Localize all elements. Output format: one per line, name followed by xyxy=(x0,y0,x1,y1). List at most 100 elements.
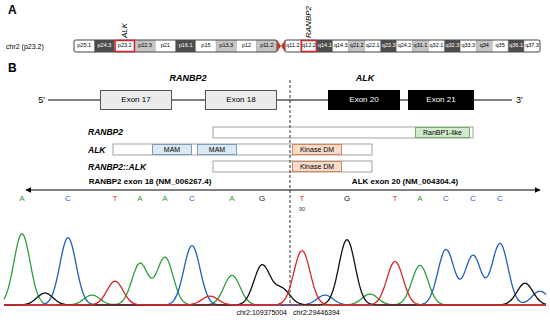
chromosome-label: chr2 (p23.2) xyxy=(6,43,44,50)
protein-bar xyxy=(113,144,372,155)
band-label: q11.2 xyxy=(286,43,299,49)
band-label: q22.1 xyxy=(366,43,380,49)
gene-name: ALK xyxy=(356,74,375,83)
band-label: q23.3 xyxy=(382,43,396,49)
chromosome-band xyxy=(428,40,444,52)
strand-end: 3' xyxy=(516,96,523,105)
chromatogram-trace xyxy=(4,238,546,305)
band-label: p16.1 xyxy=(179,43,193,49)
gene-backbone xyxy=(400,100,408,101)
chromosome-band xyxy=(285,40,301,52)
chromosome-band xyxy=(74,40,94,52)
base-call: T xyxy=(113,195,118,203)
chromosome-band xyxy=(492,40,508,52)
chromosome-band xyxy=(317,40,333,52)
transcript-label: RANBP2 exon 18 (NM_006267.4) xyxy=(89,178,212,186)
gene-backbone xyxy=(172,100,205,101)
locus-highlight xyxy=(301,41,316,52)
chromosome-band xyxy=(460,40,476,52)
exon-box: Exon 21 xyxy=(408,90,474,110)
centromere xyxy=(277,40,281,52)
chromosome-band xyxy=(508,40,524,52)
protein-row-label: RANBP2::ALK xyxy=(88,162,146,171)
chromosome-band xyxy=(94,40,114,52)
base-call: A xyxy=(137,195,142,203)
box-text: RanBP1-like xyxy=(423,129,462,136)
base-call: T xyxy=(300,195,305,203)
transcript-label: ALK exon 20 (NM_004304.4) xyxy=(352,178,458,186)
band-label: q21.2 xyxy=(350,43,364,49)
exon-box: Exon 18 xyxy=(205,90,277,110)
band-label: q32.3 xyxy=(445,43,459,49)
span-arrow xyxy=(26,190,540,191)
genomic-coordinate: chr2:109375004 xyxy=(236,309,287,316)
chromosome-band xyxy=(236,40,256,52)
base-call: G xyxy=(344,195,350,203)
chromosome-band xyxy=(196,40,216,52)
chromatogram-baseline xyxy=(4,305,546,306)
band-label: q37.3 xyxy=(525,43,539,49)
protein-bar xyxy=(213,127,473,138)
chromosome-arm xyxy=(74,40,277,52)
genomic-coordinate: chr2:29446394 xyxy=(293,309,340,316)
breakpoint-line xyxy=(290,80,291,306)
base-call: C xyxy=(497,195,503,203)
chromatogram-trace xyxy=(4,234,546,305)
gene-locus-label: RANBP2 xyxy=(305,6,313,38)
band-label: p25.1 xyxy=(77,43,91,49)
band-label: p11.2 xyxy=(260,43,273,49)
base-call: A xyxy=(19,195,24,203)
chromosome-band xyxy=(476,40,492,52)
base-call: C xyxy=(443,195,449,203)
band-label: q24.2 xyxy=(398,43,412,49)
band-label: p24.3 xyxy=(98,43,112,49)
box-text: Exon 17 xyxy=(121,96,150,104)
base-call: T xyxy=(393,195,398,203)
band-label: q31.1 xyxy=(414,43,428,49)
base-call: A xyxy=(162,195,167,203)
chromosome-band xyxy=(524,40,540,52)
domain-box: RanBP1-like xyxy=(415,127,470,138)
gene-backbone xyxy=(48,100,100,101)
gene-name: RANBP2 xyxy=(169,74,206,83)
band-label: p15 xyxy=(201,43,210,49)
chromosome-band xyxy=(135,40,155,52)
chromosome-band xyxy=(365,40,381,52)
gene-backbone xyxy=(474,100,512,101)
exon-box: Exon 20 xyxy=(328,90,400,110)
band-label: q14.3 xyxy=(334,43,348,49)
box-text: Exon 20 xyxy=(349,96,378,104)
domain-box: MAM xyxy=(152,144,192,155)
band-label: p12 xyxy=(242,43,251,49)
chromatogram-trace xyxy=(4,251,546,305)
band-label: q34 xyxy=(480,43,489,49)
chromosome-band xyxy=(413,40,429,52)
panel-letter: A xyxy=(8,4,17,16)
box-text: Exon 18 xyxy=(226,96,255,104)
chromosome-band xyxy=(444,40,460,52)
base-call: A xyxy=(229,195,234,203)
chromosome-band xyxy=(257,40,277,52)
protein-row-label: ALK xyxy=(88,145,105,154)
exon-box: Exon 17 xyxy=(100,90,172,110)
chromosome-band xyxy=(216,40,236,52)
base-call: C xyxy=(189,195,195,203)
chromosome-band xyxy=(397,40,413,52)
band-label: q14.1 xyxy=(318,43,332,49)
band-label: q12.2 xyxy=(302,43,316,49)
gene-backbone xyxy=(277,100,328,101)
chromosome-arm xyxy=(285,40,540,52)
domain-box: MAM xyxy=(197,144,237,155)
chromosome-band xyxy=(155,40,175,52)
base-call: C xyxy=(65,195,71,203)
band-label: p13.3 xyxy=(219,43,233,49)
chromosome-band xyxy=(349,40,365,52)
box-text: Kinase DM xyxy=(300,163,334,170)
gene-locus-label: ALK xyxy=(121,23,129,38)
chromosome-band xyxy=(176,40,196,52)
domain-box: Kinase DM xyxy=(292,161,342,172)
protein-bar xyxy=(213,161,372,172)
panel-letter: B xyxy=(8,62,17,74)
band-label: q35 xyxy=(496,43,505,49)
